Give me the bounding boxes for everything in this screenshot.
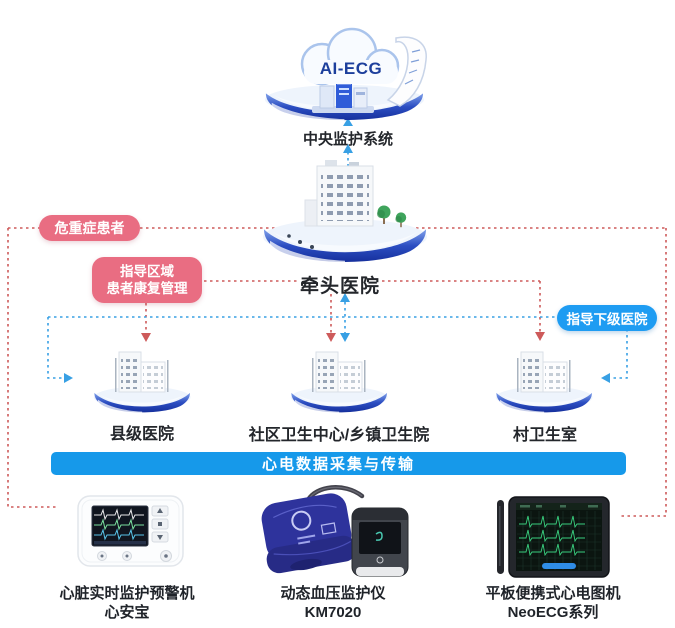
device-label-line2: 心安宝 — [104, 604, 150, 621]
cardiac-monitor-device — [77, 495, 184, 567]
badge-regional-guidance-line2: 患者康复管理 — [106, 281, 188, 296]
device-label-ecg-tablet: 平板便携式心电图机 NeoECG系列 — [485, 584, 620, 622]
ecg-tablet-device — [497, 496, 610, 578]
badge-regional-guidance: 指导区域 患者康复管理 — [92, 257, 202, 303]
device-label-bp-monitor: 动态血压监护仪 KM7020 — [280, 584, 385, 622]
ecg-strip-icon — [386, 36, 427, 107]
device-label-line2: NeoECG系列 — [507, 604, 599, 621]
county-hospital-icon — [93, 351, 191, 415]
device-label-line1: 平板便携式心电图机 — [485, 585, 621, 602]
flow-lines-guidance-blue — [47, 152, 628, 379]
cloud-label: AI-ECG — [319, 59, 383, 78]
county-hospital-label: 县级医院 — [109, 426, 175, 443]
banner-ecg-data-transmission: 心电数据采集与传输 — [51, 452, 626, 475]
badge-critical-patients: 危重症患者 — [39, 215, 140, 241]
central-monitoring-platform-icon — [264, 27, 427, 123]
cloud-icon — [300, 27, 400, 86]
badge-guide-subordinate: 指导下级医院 — [557, 305, 657, 331]
badge-regional-guidance-line1: 指导区域 — [120, 264, 174, 279]
village-clinic-icon — [495, 351, 593, 415]
server-icon — [312, 80, 374, 113]
lead-hospital-label: 牵头医院 — [299, 276, 381, 297]
flow-arrowheads-blue — [64, 118, 610, 383]
community-health-center-label: 社区卫生中心/乡镇卫生院 — [248, 427, 430, 444]
device-label-line2: KM7020 — [304, 604, 362, 621]
community-health-center-icon — [290, 351, 388, 415]
central-system-label: 中央监护系统 — [302, 131, 394, 148]
bp-monitor-device — [261, 485, 409, 577]
flow-arrowheads-red — [141, 332, 545, 342]
device-label-line1: 心脏实时监护预警机 — [59, 585, 195, 602]
lead-hospital-icon — [263, 160, 427, 266]
device-label-line1: 动态血压监护仪 — [280, 585, 386, 602]
village-clinic-label: 村卫生室 — [512, 427, 578, 444]
device-label-cardiac-monitor: 心脏实时监护预警机 心安宝 — [59, 584, 194, 622]
